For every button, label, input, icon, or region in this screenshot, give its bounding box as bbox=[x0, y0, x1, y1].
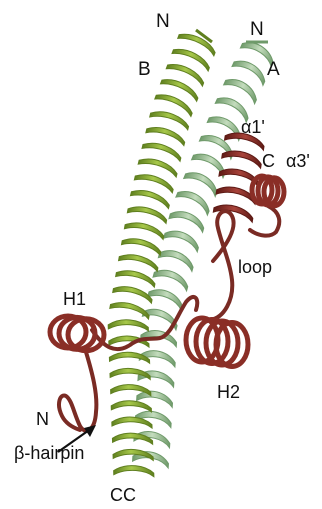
helix-b-turn bbox=[124, 220, 165, 239]
label-n-terminus-b: N bbox=[156, 12, 170, 31]
helix-a-turn bbox=[134, 431, 171, 448]
label-loop: loop bbox=[238, 258, 272, 276]
helix-b-turn bbox=[112, 284, 153, 303]
label-chain-b: B bbox=[138, 60, 151, 79]
helix-b-turn bbox=[141, 140, 183, 161]
helix-b-turn bbox=[121, 236, 162, 255]
helix-b-turn bbox=[115, 268, 156, 287]
label-alpha3-prime: α3' bbox=[286, 152, 310, 170]
alpha3-tail bbox=[250, 206, 279, 236]
label-alpha1-prime: α1' bbox=[241, 118, 265, 136]
loop-coil bbox=[210, 211, 234, 320]
helix-a-turn bbox=[168, 208, 207, 232]
label-beta-hairpin: β-hairpin bbox=[14, 444, 84, 462]
label-chain-a: A bbox=[267, 60, 280, 79]
label-n-terminus-a: N bbox=[250, 20, 264, 39]
helix-b-turn bbox=[127, 205, 168, 224]
helix-h1 bbox=[50, 316, 104, 351]
helix-b-turn bbox=[112, 416, 152, 429]
label-h2: H2 bbox=[217, 383, 240, 401]
helix-b-turn bbox=[133, 172, 175, 193]
hairpin-coil bbox=[59, 352, 96, 431]
helix-b-turn bbox=[109, 300, 150, 319]
helix-b-turn bbox=[137, 156, 179, 177]
label-c-terminus-red: C bbox=[262, 152, 275, 170]
helix-b-turn bbox=[113, 465, 153, 478]
helix-b-turn bbox=[118, 252, 159, 271]
helix-b-turn bbox=[110, 368, 150, 381]
helix-a-turn bbox=[174, 187, 213, 215]
label-n-terminus-hairpin: N bbox=[36, 410, 49, 428]
label-c-terminus-bottom: CC bbox=[110, 486, 136, 504]
helix-alpha1-turn bbox=[221, 149, 263, 168]
helix-a-turn bbox=[157, 248, 196, 272]
helix-b-turn bbox=[108, 319, 148, 332]
helix-alpha3-prime bbox=[252, 176, 284, 206]
helix-b-turn bbox=[149, 109, 191, 130]
helix-a-turn bbox=[147, 287, 186, 311]
helix-b-turn bbox=[130, 188, 172, 209]
helix-a bbox=[132, 38, 277, 467]
helix-h2 bbox=[186, 318, 248, 367]
helix-a-turn bbox=[163, 228, 202, 252]
label-h1: H1 bbox=[63, 290, 86, 308]
helix-b-turn bbox=[145, 125, 187, 146]
